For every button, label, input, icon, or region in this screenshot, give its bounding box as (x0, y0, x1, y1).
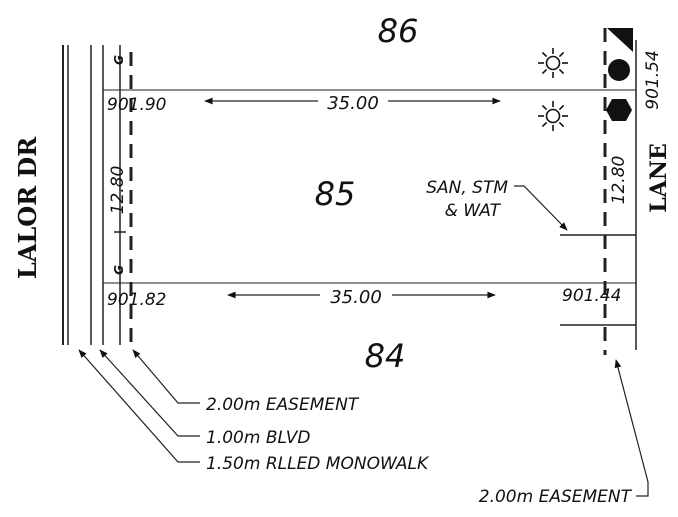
callout-east-easement: 2.00m EASEMENT (479, 487, 633, 507)
callout-west-easement: 2.00m EASEMENT (206, 395, 360, 415)
triangle-marker-icon (607, 28, 633, 52)
leader-boulevard (99, 349, 200, 437)
service-leader (514, 185, 568, 231)
leader-monowalk (78, 349, 200, 463)
callout-boulevard: 1.00m BLVD (206, 428, 310, 448)
utility-mark-south: G (112, 265, 126, 275)
south-depth-label: 35.00 (330, 287, 382, 308)
lot-number-subject: 85 (315, 175, 356, 213)
elevation-se: 901.44 (562, 286, 621, 306)
lot-number-south: 84 (365, 337, 406, 375)
north-depth-label: 35.00 (327, 93, 379, 114)
utility-mark-north: G (112, 55, 126, 65)
lalor-dr-edges (62, 45, 121, 345)
elevation-ne: 901.54 (643, 50, 663, 109)
service-note-line2: & WAT (445, 201, 502, 221)
circle-marker-icon (608, 59, 630, 81)
elevation-nw: 901.90 (107, 95, 166, 115)
street-name-west: LALOR DR (13, 136, 42, 279)
service-note-line1: SAN, STM (426, 178, 508, 198)
callout-monowalk: 1.50m RLLED MONOWALK (206, 454, 430, 474)
west-frontage-label: 12.80 (108, 166, 128, 215)
sun-icon (538, 48, 568, 78)
elevation-sw: 901.82 (107, 290, 166, 310)
hexagon-marker-icon (606, 99, 632, 121)
street-name-east: LANE (646, 143, 672, 212)
sun-icon (538, 101, 568, 131)
leader-east-easement (614, 359, 649, 497)
east-frontage-label: 12.80 (609, 156, 629, 205)
lot-number-north: 86 (378, 12, 419, 50)
leader-west-easement (132, 349, 200, 404)
